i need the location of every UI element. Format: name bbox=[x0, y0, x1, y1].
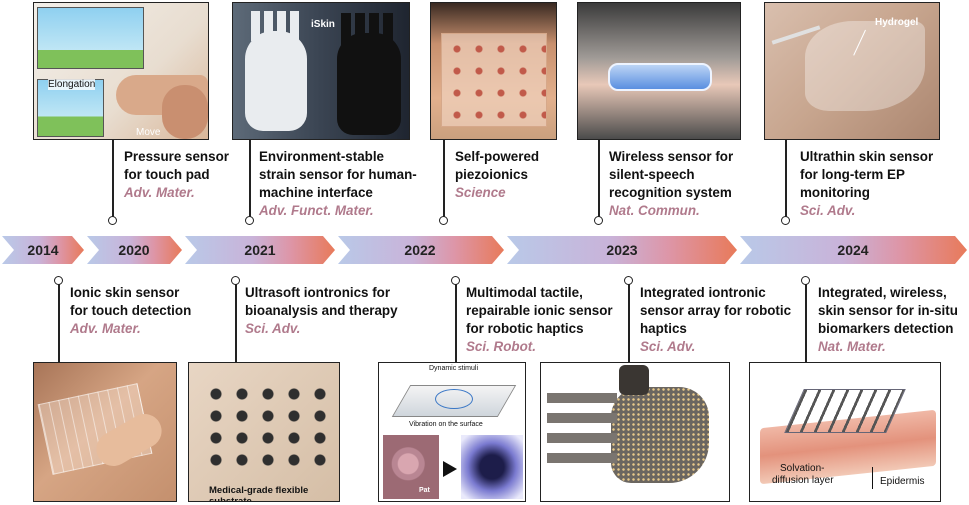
neck-band bbox=[608, 63, 712, 91]
year-label: 2020 bbox=[118, 242, 150, 258]
connector-line bbox=[598, 140, 600, 218]
image-label: Epidermis bbox=[880, 476, 925, 487]
timeline-segment-2023 bbox=[507, 236, 737, 264]
photo-medical-substrate: Medical-grade flexible substrate bbox=[188, 362, 340, 502]
connector-line bbox=[249, 140, 251, 218]
timeline-segment-2014 bbox=[2, 236, 84, 264]
year-label: 2021 bbox=[244, 242, 276, 258]
hydrogel-film bbox=[805, 21, 925, 111]
image-label: Vibration on the surface bbox=[409, 421, 483, 428]
game-screen-top bbox=[37, 7, 144, 69]
journal-name: Science bbox=[455, 185, 506, 200]
image-label: Elongation bbox=[48, 79, 96, 90]
hand-shape bbox=[162, 85, 208, 139]
robot-fingers bbox=[547, 393, 617, 473]
image-label: Dynamic stimuli bbox=[429, 365, 479, 372]
caption-wireless-sensor: Wireless sensor for silent-speech recogn… bbox=[609, 149, 734, 218]
image-label: iSkin bbox=[311, 19, 335, 30]
robot-wrist bbox=[619, 365, 649, 395]
arrow-right-icon bbox=[443, 461, 457, 477]
caption-ultrasoft-iontronics: Ultrasoft iontronics for bioanalysis and… bbox=[245, 285, 398, 336]
caption-pressure-sensor: Pressure sensor for touch pad Adv. Mater… bbox=[124, 149, 229, 200]
connector-line bbox=[805, 284, 807, 362]
journal-name: Nat. Commun. bbox=[609, 203, 700, 218]
connector-line bbox=[58, 284, 60, 362]
connector-dot bbox=[781, 216, 790, 225]
image-label: Hydrogel bbox=[875, 17, 919, 28]
black-glove bbox=[337, 33, 401, 135]
photo-hydrogel-film: Hydrogel bbox=[764, 2, 940, 140]
photo-robot-hand bbox=[540, 362, 730, 502]
image-label: diffusion layer bbox=[772, 475, 834, 486]
connector-line bbox=[785, 140, 787, 218]
connector-line bbox=[443, 140, 445, 218]
photo-strain-sensor-gloves: iSkin bbox=[232, 2, 410, 140]
black-glove-fingers bbox=[341, 13, 397, 45]
heatmap-result bbox=[461, 435, 523, 499]
sensor-patch bbox=[441, 33, 547, 127]
caption-piezoionics: Self-powered piezoionics Science bbox=[455, 149, 540, 200]
caption-strain-sensor: Environment-stable strain sensor for hum… bbox=[259, 149, 417, 218]
connector-line bbox=[455, 284, 457, 362]
photo-ionic-skin-touch bbox=[33, 362, 177, 502]
figure-skin-biomarker-sensor: Solvation- diffusion layer Epidermis bbox=[749, 362, 941, 502]
connector-dot bbox=[108, 216, 117, 225]
figure-robotic-haptics: Dynamic stimuli Vibration on the surface… bbox=[378, 362, 526, 502]
journal-name: Sci. Adv. bbox=[640, 339, 696, 354]
robot-palm bbox=[611, 387, 709, 483]
journal-name: Nat. Mater. bbox=[818, 339, 886, 354]
year-label: 2024 bbox=[837, 242, 869, 258]
image-label: Pat bbox=[419, 487, 430, 494]
white-glove-fingers bbox=[251, 11, 303, 41]
image-label: Move bbox=[136, 127, 161, 138]
photo-pressure-sensor: Elongation Move bbox=[33, 2, 209, 140]
year-label: 2022 bbox=[404, 242, 436, 258]
caption-ultrathin-sensor: Ultrathin skin sensor for long-term EP m… bbox=[800, 149, 934, 218]
connector-dot bbox=[245, 216, 254, 225]
white-glove bbox=[245, 31, 307, 131]
caption-multimodal-tactile: Multimodal tactile, repairable ionic sen… bbox=[466, 285, 613, 354]
year-label: 2014 bbox=[27, 242, 59, 258]
vibration-rings bbox=[435, 389, 473, 409]
connector-line bbox=[112, 140, 114, 218]
connector-dot bbox=[439, 216, 448, 225]
timeline-segment-2024 bbox=[740, 236, 967, 264]
journal-name: Adv. Mater. bbox=[70, 321, 141, 336]
photo-wireless-neck-sensor bbox=[577, 2, 741, 140]
electrode-grid bbox=[203, 383, 331, 475]
image-label: Medical-grade flexible substrate bbox=[209, 485, 309, 502]
connector-line bbox=[235, 284, 237, 362]
connector-line bbox=[628, 284, 630, 362]
timeline-segment-2020 bbox=[87, 236, 182, 264]
year-label: 2023 bbox=[606, 242, 638, 258]
timeline-segment-2022 bbox=[338, 236, 504, 264]
journal-name: Adv. Mater. bbox=[124, 185, 195, 200]
journal-name: Sci. Adv. bbox=[800, 203, 856, 218]
photo-piezoionics-arm bbox=[430, 2, 557, 140]
image-label: Solvation- bbox=[780, 463, 825, 474]
journal-name: Sci. Adv. bbox=[245, 321, 301, 336]
journal-name: Sci. Robot. bbox=[466, 339, 536, 354]
timeline-segment-2021 bbox=[185, 236, 335, 264]
journal-name: Adv. Funct. Mater. bbox=[259, 203, 374, 218]
connector-dot bbox=[594, 216, 603, 225]
caption-wireless-biomarker: Integrated, wireless, skin sensor for in… bbox=[818, 285, 958, 354]
caption-ionic-skin: Ionic skin sensor for touch detection Ad… bbox=[70, 285, 192, 336]
epidermis-bracket bbox=[872, 467, 877, 489]
pat-photo bbox=[383, 435, 439, 499]
caption-iontronic-array: Integrated iontronic sensor array for ro… bbox=[640, 285, 792, 354]
sensor-device bbox=[784, 389, 906, 433]
